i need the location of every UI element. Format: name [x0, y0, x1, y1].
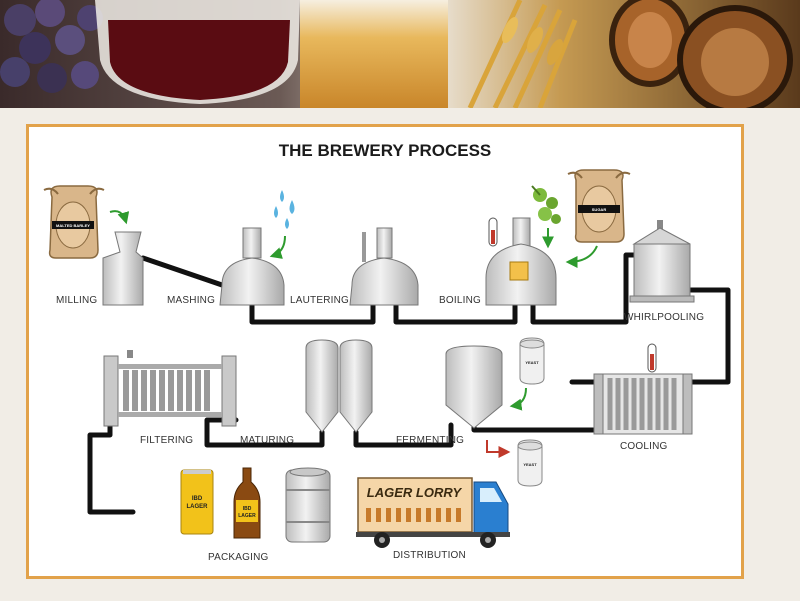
- beer-keg: [285, 467, 331, 543]
- beer-can: IBD LAGER: [180, 469, 214, 535]
- bottle-label-line1: IBD: [243, 506, 252, 512]
- barley-sack-label: MALTED BARLEY: [56, 223, 90, 228]
- yeast-in-flow-arrow: [509, 387, 527, 411]
- maturing-tanks: [305, 339, 373, 433]
- thermometer-cooling-icon: [647, 343, 657, 373]
- banner-illustration: [0, 0, 800, 108]
- mill-hopper: [102, 231, 144, 306]
- stage-label-fermenting: FERMENTING: [396, 435, 464, 446]
- stage-label-whirlpooling: WHIRLPOOLING: [624, 312, 704, 323]
- beer-mug-icon: [300, 0, 448, 108]
- boil-kettle: [485, 217, 557, 306]
- fermenting-vessel: [445, 345, 503, 429]
- malted-barley-sack: MALTED BARLEY: [43, 185, 105, 259]
- process-pipes: [87, 252, 731, 515]
- lager-lorry-truck: LAGER LORRY: [356, 477, 510, 548]
- stage-label-distribution: DISTRIBUTION: [393, 550, 466, 561]
- brewery-process-panel: THE BREWERY PROCESS MALTED BARLEY MILL: [26, 124, 744, 579]
- sugar-sack-label: SUGAR: [592, 207, 607, 212]
- lauter-tun: [349, 227, 419, 306]
- grapes-icon: [0, 0, 103, 93]
- stage-label-boiling: BOILING: [439, 295, 481, 306]
- barrels-icon: [609, 0, 793, 108]
- brewery-process-diagram: THE BREWERY PROCESS MALTED BARLEY MILL: [43, 141, 731, 563]
- thermometer-icon: [488, 217, 498, 247]
- stage-label-packaging: PACKAGING: [208, 552, 269, 563]
- stage-label-mashing: MASHING: [167, 295, 215, 306]
- header-banner-photo: [0, 0, 800, 108]
- water-drops-icon: [274, 190, 295, 229]
- sugar-sack: SUGAR: [567, 169, 631, 243]
- wine-glass-icon: [95, 0, 300, 104]
- yeast-out-flow-arrow: [486, 440, 511, 458]
- stage-label-lautering: LAUTERING: [290, 295, 349, 306]
- yeast-label-out: YEAST: [523, 462, 537, 467]
- diagram-title: THE BREWERY PROCESS: [279, 141, 492, 160]
- yeast-container-out: YEAST: [517, 439, 543, 487]
- hops-icon: [531, 185, 561, 224]
- beer-bottle: IBD LAGER: [233, 467, 261, 539]
- mash-tun: [219, 227, 285, 306]
- sugar-flow-arrow: [565, 245, 598, 268]
- whirlpool-tank: [629, 220, 695, 303]
- heat-exchanger: [593, 373, 693, 435]
- stage-label-filtering: FILTERING: [140, 435, 193, 446]
- filter-press: [103, 350, 237, 427]
- stage-label-cooling: COOLING: [620, 441, 668, 452]
- barley-flow-arrow: [109, 210, 130, 225]
- can-label-line2: LAGER: [187, 504, 209, 510]
- stage-label-maturing: MATURING: [240, 435, 294, 446]
- yeast-label-in: YEAST: [525, 360, 539, 365]
- yeast-container-in: YEAST: [519, 337, 545, 385]
- wheat-icon: [467, 0, 578, 108]
- stage-label-milling: MILLING: [56, 295, 97, 306]
- truck-label: LAGER LORRY: [367, 485, 463, 500]
- bottle-label-line2: LAGER: [238, 513, 256, 519]
- can-label-line1: IBD: [192, 496, 203, 502]
- water-flow-arrow: [269, 235, 286, 259]
